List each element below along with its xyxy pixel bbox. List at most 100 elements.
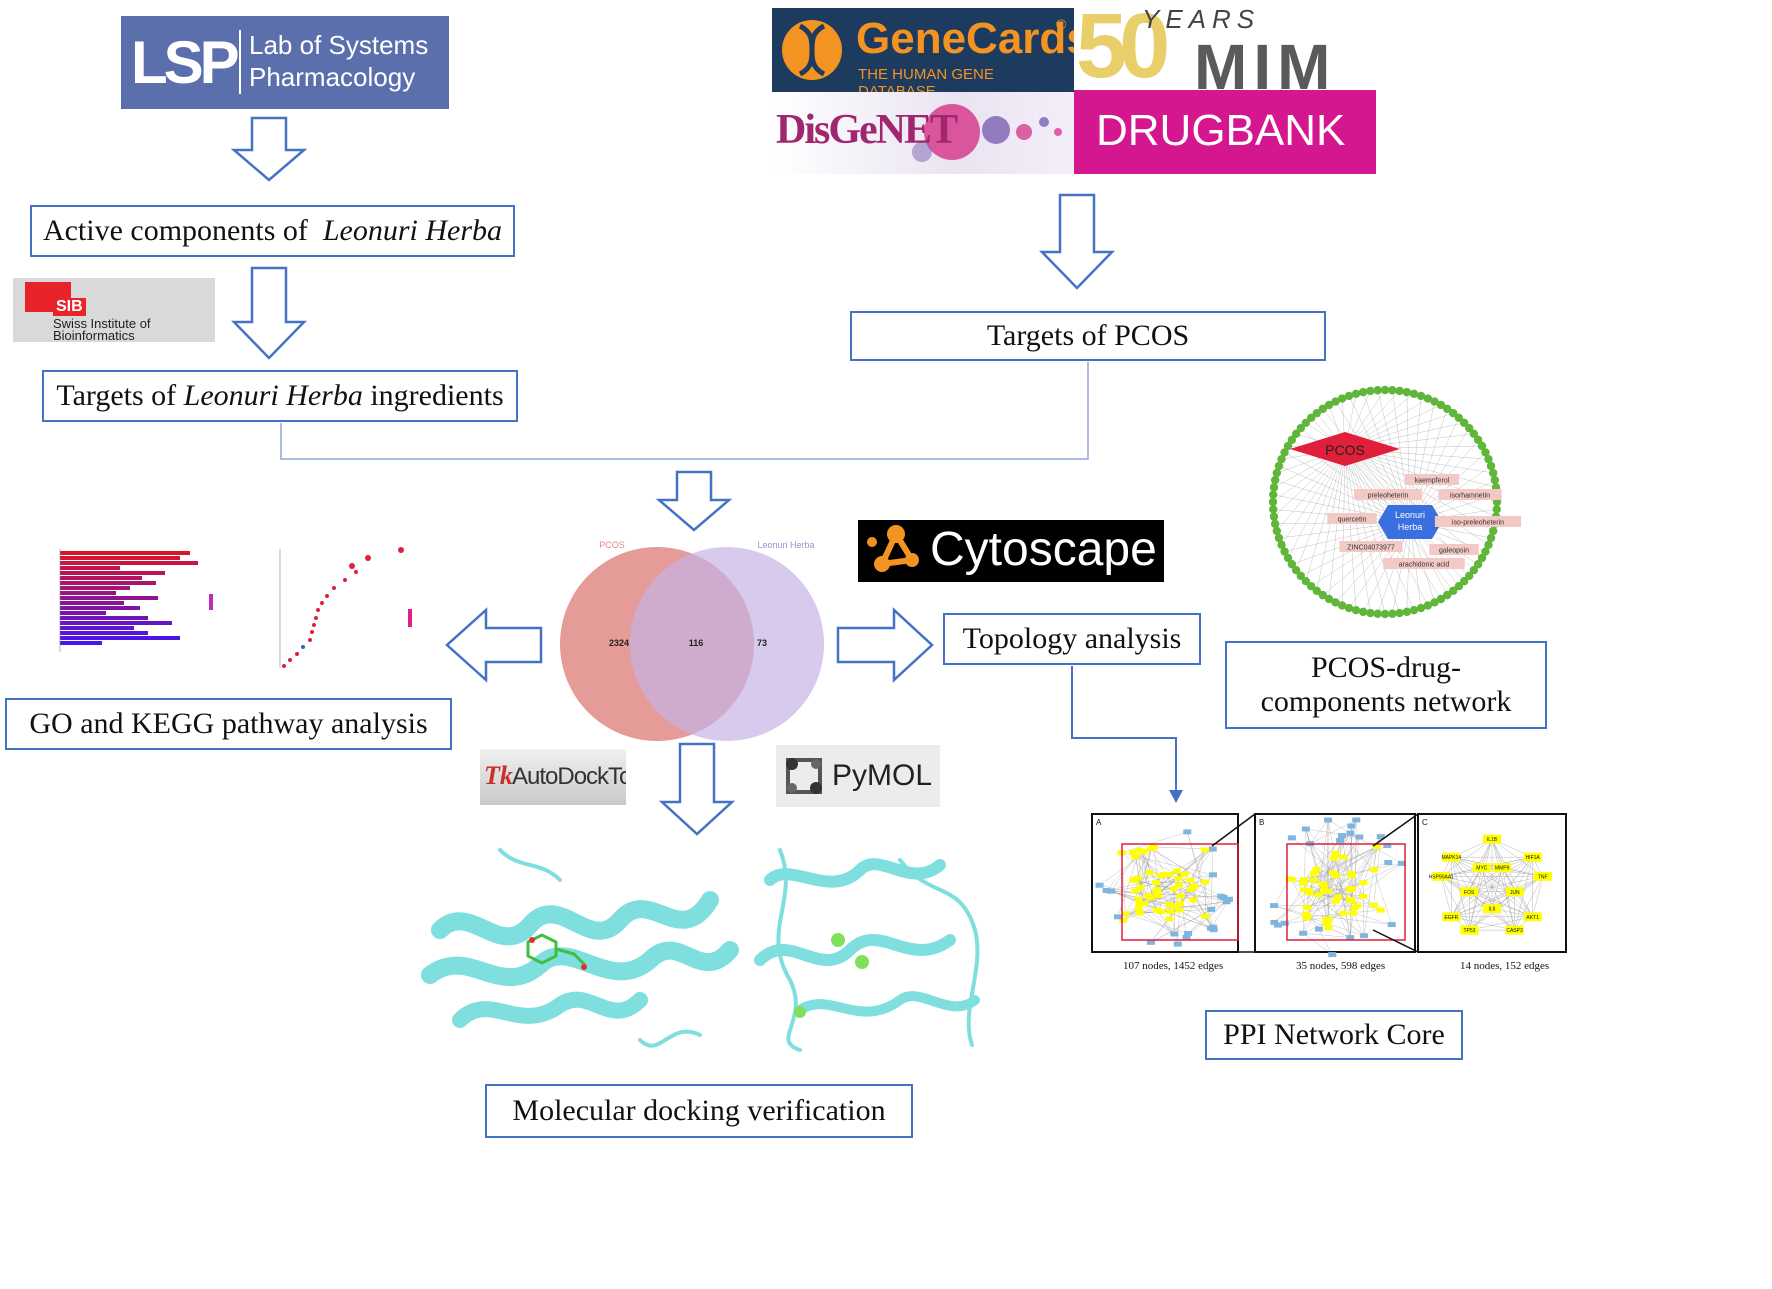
omim-name: MIM bbox=[1194, 31, 1337, 92]
ppi-node bbox=[1157, 909, 1166, 915]
kegg-dot bbox=[312, 623, 316, 627]
ppi-core-edge bbox=[1481, 867, 1543, 877]
network-target-node bbox=[1454, 413, 1464, 422]
network-component-box bbox=[1339, 541, 1403, 552]
ppi-edge bbox=[1110, 856, 1136, 892]
ppi-node bbox=[1183, 829, 1192, 835]
ppi-edge bbox=[1326, 899, 1351, 920]
ppi-node bbox=[1175, 907, 1184, 913]
ppi-node bbox=[1287, 835, 1296, 841]
network-edge bbox=[1287, 448, 1346, 559]
go-bar bbox=[60, 596, 158, 600]
ppi-node bbox=[1169, 886, 1178, 892]
ppi-node bbox=[1201, 913, 1210, 919]
ppi-node bbox=[1336, 837, 1345, 843]
network-target-node bbox=[1402, 607, 1412, 617]
ppi-node bbox=[1332, 873, 1341, 879]
ppi-node bbox=[1303, 904, 1312, 910]
ppi-node bbox=[1107, 888, 1116, 894]
ppi-node bbox=[1384, 860, 1393, 866]
pymol-logo: PyMOL bbox=[776, 745, 940, 807]
ppi-edge bbox=[1140, 848, 1152, 888]
network-edge bbox=[1363, 392, 1411, 523]
ppi-edge bbox=[1303, 917, 1307, 934]
kegg-dot bbox=[354, 570, 358, 574]
ppi-edge bbox=[1316, 869, 1339, 898]
arrow-down-4 bbox=[655, 470, 733, 532]
network-target-node bbox=[1272, 468, 1282, 478]
network-edge bbox=[1409, 401, 1435, 523]
ppi-core-node bbox=[1533, 871, 1552, 881]
arrow-down-5 bbox=[658, 742, 736, 836]
ppi-node bbox=[1181, 871, 1190, 877]
ppi-node bbox=[1173, 941, 1182, 947]
network-target-node bbox=[1459, 576, 1469, 586]
ppi-edge bbox=[1308, 890, 1364, 897]
ppi-core-node bbox=[1460, 887, 1479, 897]
network-target-node bbox=[1402, 387, 1412, 397]
cytoscape-icon bbox=[867, 525, 919, 572]
ppi-edge bbox=[1318, 836, 1381, 930]
ppi-core-edge bbox=[1451, 857, 1470, 892]
arrow-down-2 bbox=[231, 266, 307, 360]
ppi-edge bbox=[1164, 874, 1212, 910]
box-topology: Topology analysis bbox=[943, 613, 1201, 665]
ppi-node bbox=[1322, 921, 1331, 927]
ppi-node bbox=[1152, 890, 1161, 896]
ppi-node bbox=[1131, 854, 1140, 860]
ppi-core-edge bbox=[1441, 839, 1493, 877]
ppi-edge bbox=[1139, 909, 1212, 914]
network-pcos-node bbox=[1290, 432, 1400, 466]
ppi-core-edge bbox=[1441, 876, 1533, 917]
network-component-box bbox=[1434, 516, 1522, 527]
network-component-label: galeopsin bbox=[1439, 548, 1469, 555]
network-edge bbox=[1335, 401, 1411, 523]
network-component-box bbox=[1327, 513, 1377, 524]
active-components-italic: Leonuri Herba bbox=[322, 214, 503, 247]
ppi-node bbox=[1359, 893, 1368, 899]
ppi-node bbox=[1355, 834, 1364, 840]
network-component-box bbox=[1354, 489, 1422, 500]
network-target-node bbox=[1318, 590, 1327, 600]
ppi-node bbox=[1147, 846, 1156, 852]
ppi-edge bbox=[1135, 856, 1165, 875]
network-target-node bbox=[1358, 387, 1368, 397]
ppi-edge bbox=[1148, 875, 1161, 896]
ppi-edge bbox=[1303, 836, 1360, 934]
venn-right-label: Leonuri Herba bbox=[757, 540, 814, 550]
ppi-node bbox=[1170, 903, 1179, 909]
ppi-edge bbox=[1274, 905, 1306, 915]
ppi-core-gene-label: MAPK14 bbox=[1441, 855, 1461, 861]
network-edge bbox=[1311, 417, 1411, 523]
network-target-node bbox=[1301, 418, 1311, 428]
ppi-node bbox=[1359, 933, 1368, 939]
network-target-node bbox=[1274, 461, 1284, 471]
ion-sphere-2 bbox=[855, 955, 869, 969]
ppi-edge bbox=[1363, 846, 1377, 936]
ppi-node bbox=[1345, 897, 1354, 903]
ppi-edge bbox=[1177, 910, 1180, 945]
kegg-dot bbox=[308, 638, 312, 642]
ppi-core-node bbox=[1460, 925, 1479, 935]
kegg-dot bbox=[365, 555, 371, 561]
ppi-node bbox=[1145, 870, 1154, 876]
ppi-core-gene-label: IL1B bbox=[1487, 837, 1498, 843]
network-target-node bbox=[1380, 609, 1390, 619]
ppi-core-edge bbox=[1451, 857, 1493, 909]
ppi-edge bbox=[1316, 869, 1352, 901]
network-target-node bbox=[1270, 519, 1280, 529]
ppi-edge bbox=[1121, 852, 1206, 917]
ppi-selection-box bbox=[1121, 843, 1239, 941]
network-component-box bbox=[1383, 558, 1465, 569]
ppi-node bbox=[1135, 910, 1144, 916]
network-target-node bbox=[1409, 389, 1419, 399]
ppi-node bbox=[1301, 826, 1310, 832]
ppi-edge bbox=[1303, 933, 1333, 955]
ppi-node bbox=[1184, 930, 1193, 936]
ppi-node bbox=[1208, 872, 1217, 878]
ppi-node bbox=[1298, 880, 1307, 886]
ppi-edge bbox=[1305, 828, 1352, 876]
network-target-node bbox=[1373, 386, 1382, 395]
genecards-title: GeneCards bbox=[856, 14, 1074, 63]
